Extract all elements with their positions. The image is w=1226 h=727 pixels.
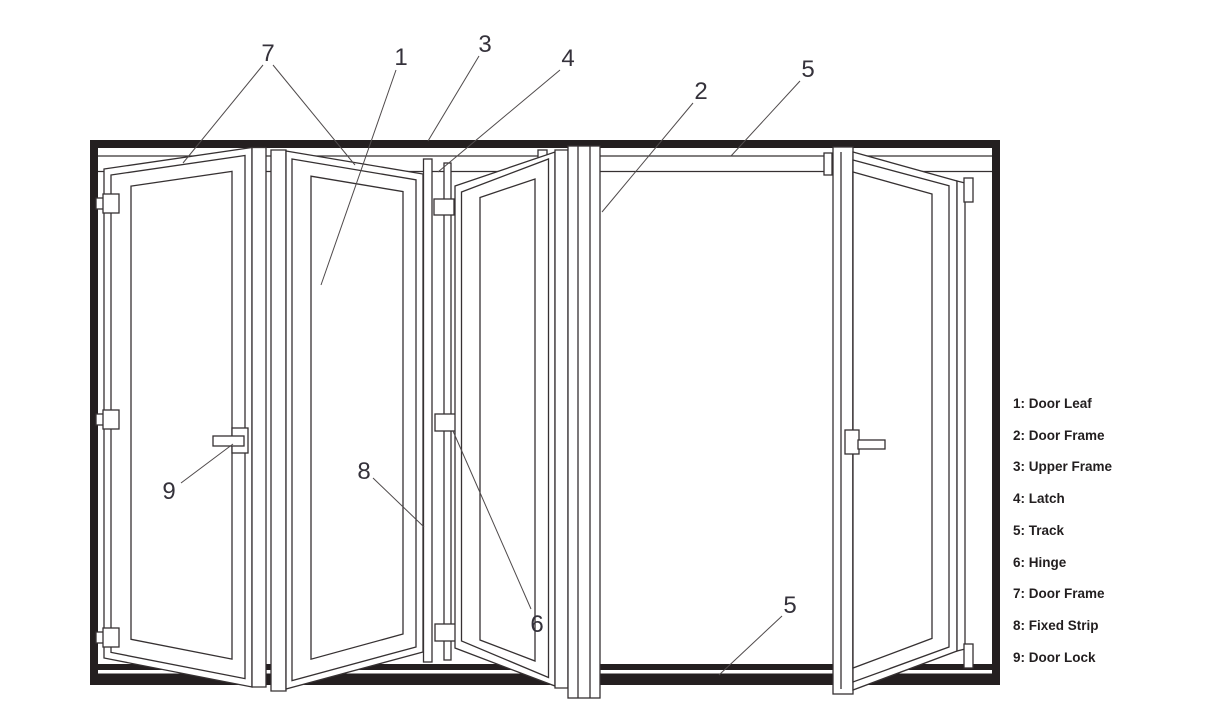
callout-4: 4 — [561, 45, 574, 72]
legend-item-6: 6: Hinge — [1013, 554, 1067, 570]
hinge-post — [443, 162, 452, 661]
door-leaf-2-glass — [310, 175, 404, 661]
callout-1: 1 — [394, 44, 407, 71]
right-handle-plate — [844, 429, 860, 455]
callout-6: 6 — [530, 611, 543, 638]
callout-3: 3 — [478, 31, 491, 58]
left-frame-hinges — [95, 193, 120, 648]
door-leaf-3-glass — [479, 178, 536, 662]
track-guide-block-right — [823, 152, 833, 176]
leader-6 — [452, 430, 532, 610]
leader-9 — [180, 443, 234, 484]
door-frame-post — [567, 145, 601, 699]
leader-2 — [601, 102, 694, 213]
legend-item-4: 4: Latch — [1013, 491, 1065, 507]
door-leaf-3 — [454, 149, 569, 689]
legend: 1: Door Leaf 2: Door Frame 3: Upper Fram… — [1013, 388, 1112, 673]
door-leaf-1 — [103, 146, 253, 688]
leader-3 — [427, 55, 480, 142]
right-door-handle — [844, 429, 886, 455]
leader-8 — [372, 477, 425, 528]
callout-5-bottom: 5 — [783, 592, 796, 619]
callout-5-top: 5 — [801, 56, 814, 83]
latch — [433, 198, 455, 216]
door-leaf-3-edge-stile — [554, 149, 569, 689]
leader-lines — [180, 55, 801, 676]
callout-numbers: 7 1 3 4 2 5 9 8 6 5 — [162, 31, 814, 638]
leader-4 — [437, 69, 561, 173]
fold-stile-b — [270, 149, 287, 692]
leader-1 — [320, 69, 397, 286]
door-lock-handle — [212, 435, 245, 447]
door-leaf-4 — [832, 146, 974, 695]
callout-7: 7 — [261, 40, 274, 67]
fold-stile-a — [251, 146, 267, 688]
leader-5-bottom — [718, 615, 783, 676]
legend-item-8: 8: Fixed Strip — [1013, 617, 1099, 633]
legend-item-7: 7: Door Frame — [1013, 586, 1105, 602]
door-frame-post-body — [567, 145, 601, 699]
hinge-bottom — [434, 623, 458, 642]
hinge-top-left — [102, 193, 120, 214]
door-leaf-4-edge-face — [956, 180, 966, 652]
legend-item-3: 3: Upper Frame — [1013, 459, 1113, 475]
right-handle-bar — [857, 439, 886, 450]
hinge-middle — [434, 413, 458, 432]
door-leaf-4-top-latch — [963, 177, 974, 203]
fold-stiles-left — [251, 146, 287, 692]
door-leaf-2 — [285, 150, 424, 690]
leader-7-left — [182, 64, 264, 164]
leader-5-top — [730, 80, 801, 157]
callout-8: 8 — [357, 458, 370, 485]
door-leaf-4-bottom-latch — [963, 643, 974, 669]
leader-7-right — [272, 64, 356, 166]
fixed-strip-assembly — [422, 158, 458, 663]
fixed-strip — [422, 158, 433, 663]
legend-item-2: 2: Door Frame — [1013, 427, 1105, 443]
callout-2: 2 — [694, 78, 707, 105]
door-leaf-4-glass — [852, 171, 933, 669]
legend-item-5: 5: Track — [1013, 522, 1065, 538]
callout-9: 9 — [162, 478, 175, 505]
hinge-bot-left — [102, 627, 120, 648]
legend-item-1: 1: Door Leaf — [1013, 396, 1092, 411]
hinge-mid-left — [102, 409, 120, 430]
door-leaf-1-glass — [130, 170, 233, 660]
legend-item-9: 9: Door Lock — [1013, 649, 1096, 665]
door-leaf-4-left-stile — [832, 146, 854, 695]
door-lock — [212, 427, 249, 454]
